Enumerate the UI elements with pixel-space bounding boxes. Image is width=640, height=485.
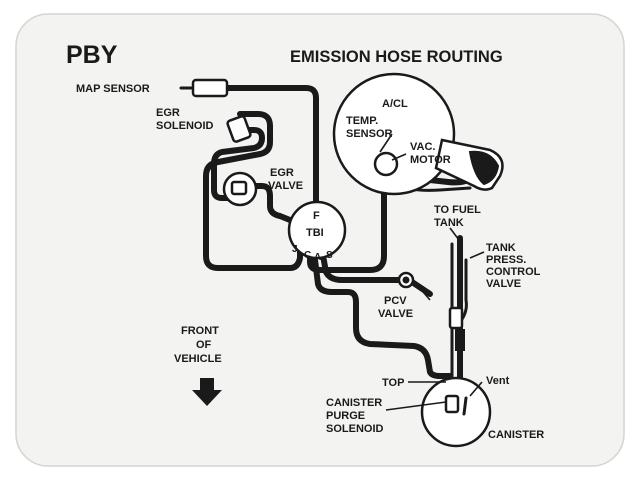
leader-pcv [417,285,431,301]
tbi-to-pcv-hose [319,247,401,283]
label-tank-press-4: VALVE [486,278,521,290]
label-acl: A/CL [382,98,408,110]
label-egr-valve-1: EGR [270,167,294,179]
label-tbi: TBI [306,227,324,239]
leader-to-fuel-tank [449,227,463,245]
pcv-valve-core [402,276,410,284]
tank-press-valve-body [448,306,464,330]
label-vent: Vent [486,375,510,387]
decal-code: PBY [66,41,118,69]
label-tbi-port-j: J [292,244,298,255]
label-front-2: OF [196,339,212,351]
vac-motor-body [468,150,500,186]
label-temp-sensor-1: TEMP. [346,115,378,127]
egr-hose-outer [203,111,303,271]
label-vac-motor-1: VAC. [410,141,435,153]
leader-temp-sensor [379,133,393,153]
label-tbi-port-a: A [314,252,321,263]
egr-hose-inner [211,127,265,201]
label-to-fuel-tank-1: TO FUEL [434,204,481,216]
egr-valve-core [230,180,248,196]
egr-solenoid-body [226,115,252,143]
map-sensor-hose [223,85,319,221]
label-tbi-port-s: S [326,250,333,261]
label-tbi-port-c: C [304,250,311,261]
label-egr-valve-2: VALVE [268,180,303,192]
label-canister-purge-1: CANISTER [326,397,382,409]
label-pcv-1: PCV [384,295,407,307]
label-canister: CANISTER [488,429,544,441]
label-canister-purge-3: SOLENOID [326,423,384,435]
label-tbi-f: F [313,210,320,222]
acl-to-tbi-hose [307,175,387,273]
temp-sensor-body [373,151,399,177]
leader-vac-motor [391,153,407,161]
front-arrow-icon [192,378,222,406]
leader-vent [469,381,483,397]
label-tank-press-2: PRESS. [486,254,526,266]
label-canister-purge-2: PURGE [326,410,365,422]
label-vac-motor-2: MOTOR [410,154,451,166]
tank-press-valve-tip [455,329,465,351]
label-tank-press-1: TANK [486,242,516,254]
leader-purge [385,401,447,411]
label-front-1: FRONT [181,325,219,337]
label-tank-press-3: CONTROL [486,266,541,278]
decal-title: EMISSION HOSE ROUTING [290,48,503,66]
label-to-fuel-tank-2: TANK [434,217,464,229]
tbi-to-canister-hose [311,249,453,379]
tbi-body [287,200,347,260]
label-top: TOP [382,377,404,389]
leader-tank-press [469,251,485,259]
label-front-3: VEHICLE [174,353,222,365]
canister-vent [462,396,468,416]
air-cleaner-body [332,72,456,196]
label-egr-solenoid-2: SOLENOID [156,120,214,132]
label-egr-solenoid-1: EGR [156,107,180,119]
canister-purge-solenoid [444,394,460,414]
egr-valve-hose [249,183,293,223]
label-pcv-2: VALVE [378,308,413,320]
label-temp-sensor-2: SENSOR [346,128,393,140]
map-sensor-body [191,78,229,98]
label-map-sensor: MAP SENSOR [76,83,150,95]
